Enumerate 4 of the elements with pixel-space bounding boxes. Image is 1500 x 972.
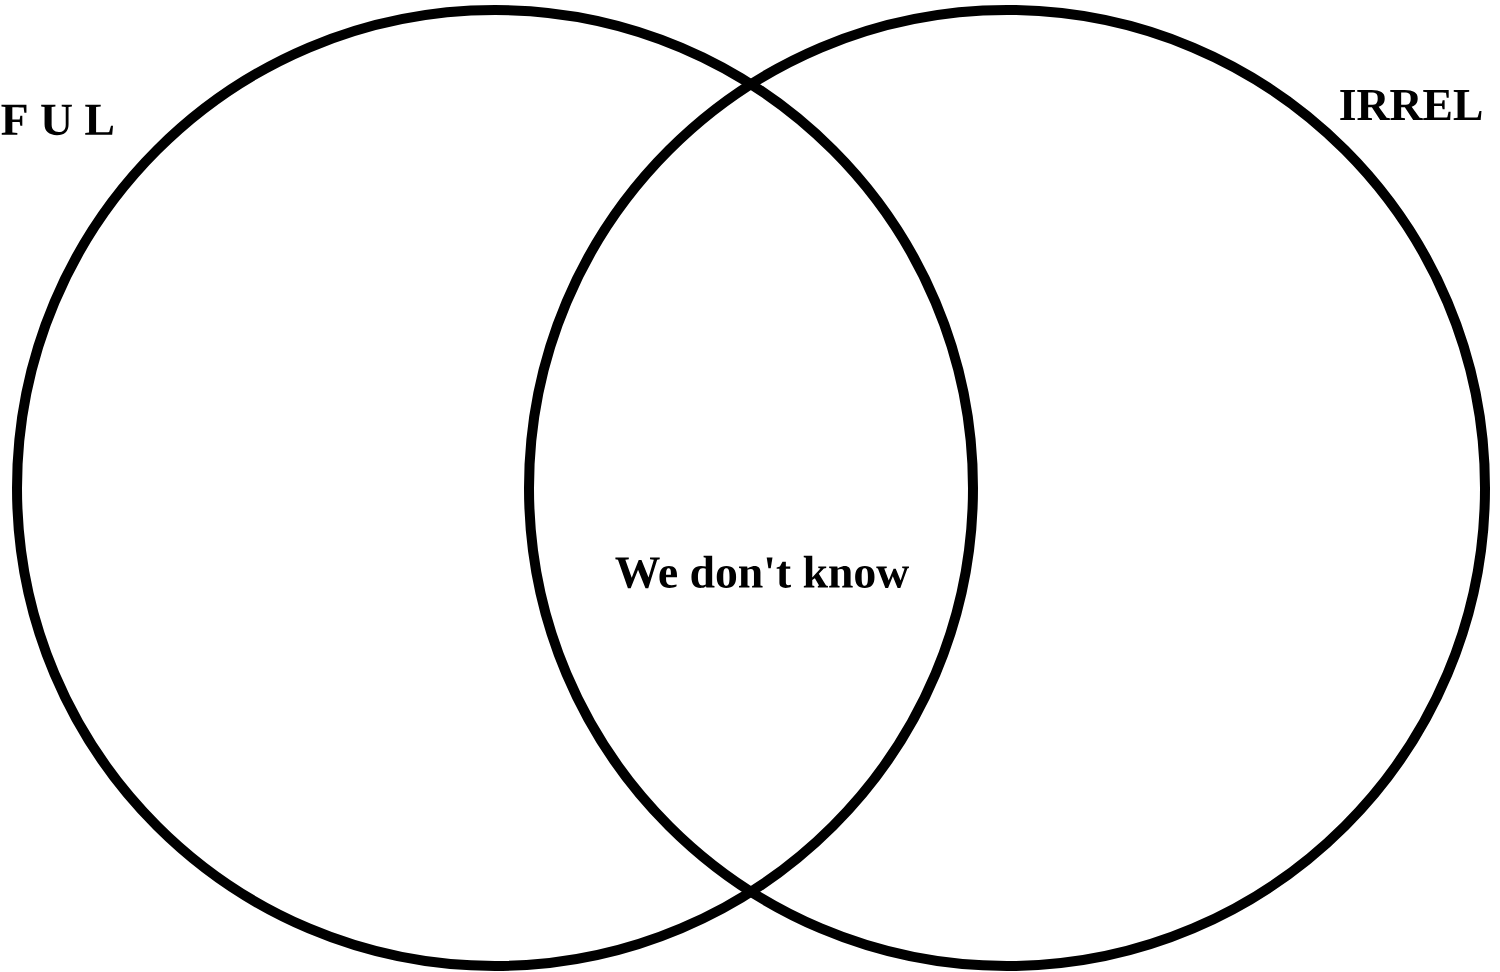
venn-circle bbox=[524, 5, 1490, 971]
region-label: We don't know bbox=[615, 555, 909, 589]
circle-label: IRREL bbox=[1340, 90, 1482, 120]
circle-label: F U L bbox=[1, 104, 113, 136]
